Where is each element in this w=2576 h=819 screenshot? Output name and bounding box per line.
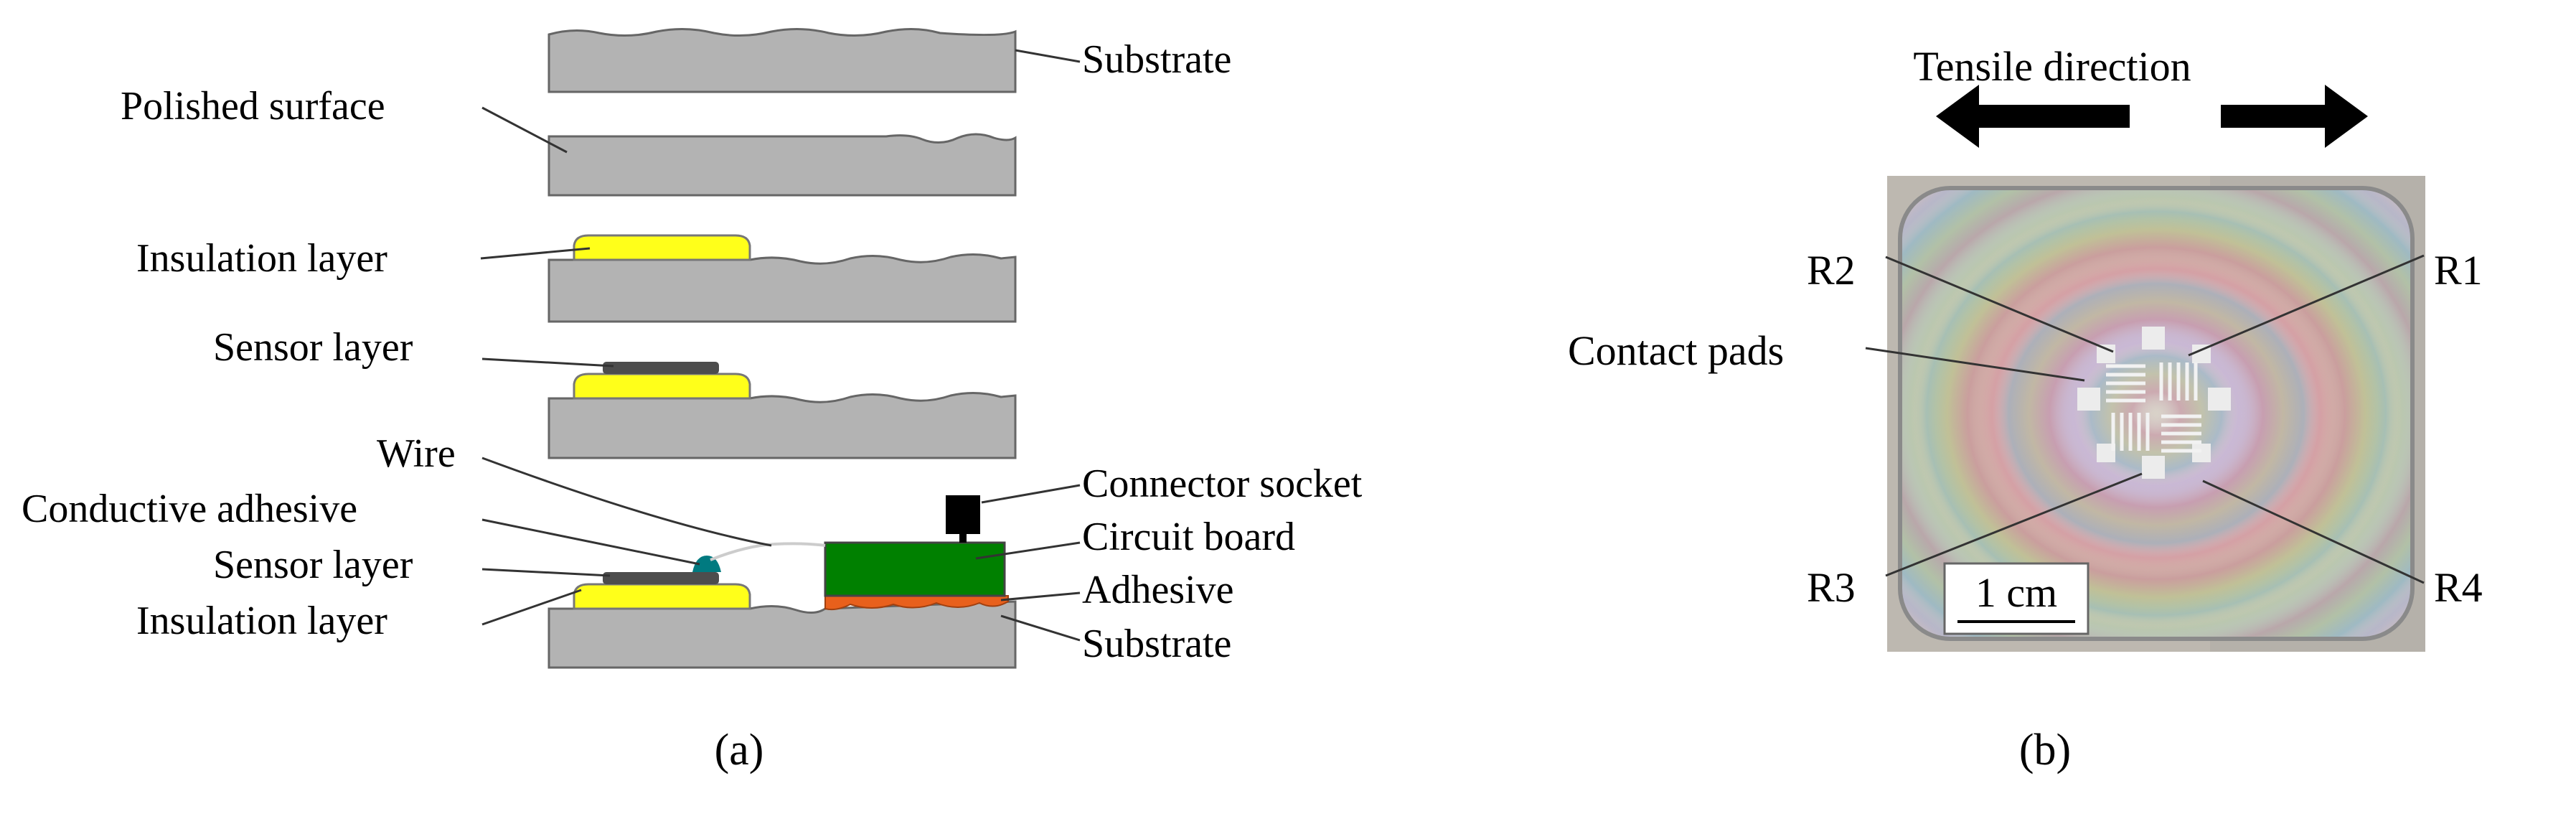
label-insulation-layer-1: Insulation layer [136, 236, 387, 281]
sensor-layer-4 [603, 362, 719, 374]
adhesive-layer [824, 595, 1009, 611]
grid-r4 [2161, 414, 2201, 453]
label-r1: R1 [2434, 247, 2483, 294]
substrate-block-3 [547, 253, 1017, 323]
circuit-board [824, 541, 1006, 597]
sensor-layer-5 [603, 572, 719, 584]
label-r3: R3 [1807, 564, 1856, 611]
leader-polished-surface [481, 106, 568, 154]
rosette-pad-left [2077, 388, 2100, 411]
arrow-right-icon [2221, 85, 2368, 148]
caption-b: (b) [2019, 726, 2071, 774]
leader-contact-pads [1865, 347, 2085, 382]
leader-r1 [2188, 254, 2425, 357]
caption-a: (a) [715, 726, 764, 774]
label-polished-surface: Polished surface [121, 84, 385, 128]
rosette-pad-top [2142, 327, 2165, 350]
label-substrate-top: Substrate [1082, 37, 1231, 82]
leader-sensor-1 [481, 357, 614, 368]
label-conductive-adhesive: Conductive adhesive [22, 487, 357, 531]
label-substrate-bottom: Substrate [1082, 622, 1231, 666]
insulation-layer-3 [573, 234, 751, 261]
substrate-block-5 [547, 600, 1017, 669]
leader-r4 [2202, 479, 2425, 584]
insulation-layer-4 [573, 373, 751, 400]
leader-insulation-1 [480, 247, 591, 260]
connector-socket [946, 495, 980, 534]
substrate-block-2 [547, 133, 1017, 197]
arrow-left-icon [1936, 85, 2130, 148]
panel-a: Substrate Polished surface Insulation la… [22, 27, 1363, 774]
leader-substrate-bottom [1000, 614, 1081, 642]
label-insulation-layer-2: Insulation layer [136, 599, 387, 643]
leader-r2 [1885, 256, 2114, 353]
leader-substrate-top [1015, 49, 1081, 63]
label-sensor-layer-2: Sensor layer [213, 543, 413, 587]
wire [710, 542, 826, 561]
grid-r1 [2159, 362, 2198, 401]
specimen-plate-edge [1898, 186, 2415, 641]
label-circuit-board: Circuit board [1082, 515, 1295, 559]
label-adhesive: Adhesive [1082, 568, 1234, 612]
label-wire: Wire [377, 431, 456, 476]
leader-connector-socket [981, 484, 1081, 504]
leader-conductive-adhesive [481, 518, 700, 566]
label-r2: R2 [1807, 247, 1856, 294]
label-contact-pads: Contact pads [1568, 327, 1784, 374]
substrate-block-4 [547, 391, 1017, 459]
leader-insulation-2 [481, 589, 582, 626]
strain-gauge-rosette [2077, 327, 2231, 479]
grid-r2 [2106, 364, 2145, 403]
panel-b: Tensile direction [1568, 43, 2483, 774]
leader-sensor-2 [481, 568, 611, 577]
leader-circuit-board [975, 541, 1081, 560]
grid-r3 [2111, 413, 2150, 451]
leader-wire [481, 457, 772, 547]
leader-r3 [1885, 472, 2143, 577]
insulation-layer-5 [573, 583, 751, 610]
rosette-pad-right [2208, 388, 2231, 411]
rosette-pad-tl [2097, 345, 2115, 363]
label-r4: R4 [2434, 564, 2483, 611]
scale-bar-label: 1 cm [1975, 569, 2057, 616]
label-connector-socket: Connector socket [1082, 462, 1363, 506]
connector-pin [959, 534, 967, 543]
substrate-block-1 [547, 27, 1017, 93]
specimen-plate-rings [1900, 188, 2412, 639]
label-sensor-layer-1: Sensor layer [213, 325, 413, 370]
tensile-direction-label: Tensile direction [1913, 43, 2191, 90]
rosette-pad-bottom [2142, 456, 2165, 479]
rosette-pad-br [2192, 444, 2211, 462]
leader-adhesive [1000, 591, 1081, 602]
